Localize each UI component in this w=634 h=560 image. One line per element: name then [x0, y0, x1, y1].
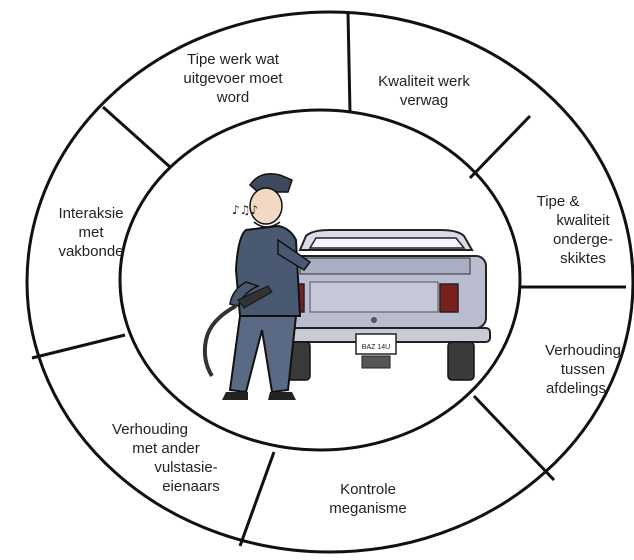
- label-line: meganisme: [329, 500, 407, 517]
- label-line: skiktes: [560, 250, 606, 267]
- label-kwaliteit-werk: Kwaliteit werk verwag: [354, 72, 494, 110]
- label-line: verwag: [399, 92, 449, 109]
- label-line: word: [216, 89, 250, 106]
- attendant-truck-clipart: BAZ 14U ♪♫♪: [202, 173, 491, 400]
- label-line: met ander: [132, 440, 200, 457]
- inner-ring: [118, 108, 522, 452]
- label-line: Kwaliteit werk: [378, 73, 470, 90]
- label-tipe-werk: Tipe werk wat uitgevoer moet word: [168, 50, 298, 107]
- pickup-truck-icon: BAZ 14U: [275, 229, 491, 381]
- label-line: kwaliteit: [556, 212, 610, 229]
- label-line: Kontrole: [340, 481, 396, 498]
- label-verhouding-eienaars: Verhouding met ander vulstasie- eienaars: [96, 420, 246, 496]
- label-line: Interaksie: [58, 205, 124, 222]
- label-line: vakbonde: [58, 243, 124, 260]
- label-line: vulstasie-: [154, 459, 218, 476]
- outer-ring: [25, 10, 634, 554]
- label-kontrole: Kontrole meganisme: [318, 480, 418, 518]
- label-tipe-kwaliteit: Tipe & kwaliteit onderge- skiktes: [522, 192, 630, 268]
- label-line: uitgevoer moet: [183, 70, 283, 87]
- label-line: Verhouding: [112, 421, 188, 438]
- label-line: tussen: [560, 361, 606, 378]
- gas-attendant-icon: [202, 173, 312, 400]
- label-interaksie: Interaksie met vakbonde: [48, 204, 134, 261]
- label-verhouding-afdelings: Verhouding tussen afdelings: [520, 341, 632, 398]
- license-plate-text: BAZ 14U: [362, 344, 390, 351]
- segment-dividers: [31, 11, 626, 547]
- label-line: onderge-: [552, 231, 614, 248]
- label-line: eienaars: [162, 478, 220, 495]
- label-line: afdelings: [545, 380, 607, 397]
- label-line: met: [78, 224, 104, 241]
- label-line: Tipe &: [536, 193, 580, 210]
- label-line: Verhouding: [545, 342, 621, 359]
- music-notes-icon: ♪♫♪: [232, 203, 258, 217]
- label-line: Tipe werk wat: [187, 51, 279, 68]
